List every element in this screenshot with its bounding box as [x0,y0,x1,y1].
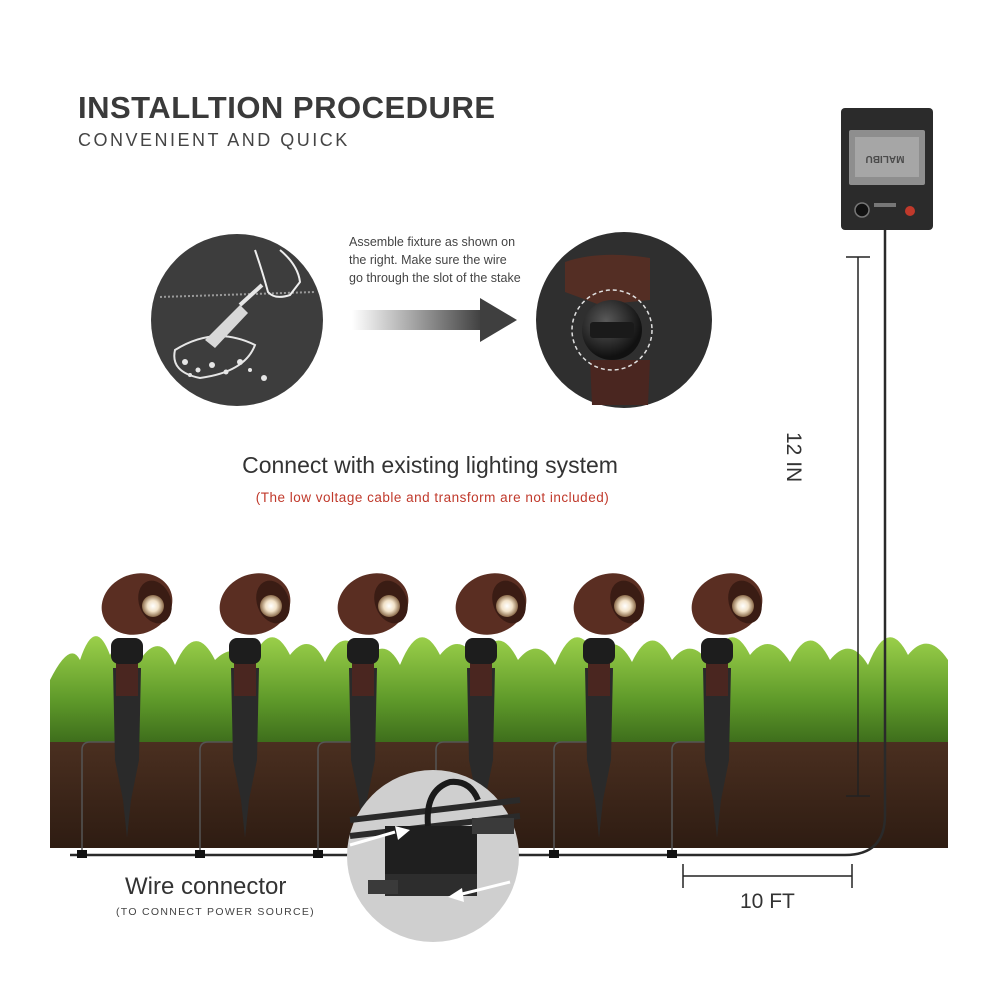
disclaimer-note: (The low voltage cable and transform are… [255,490,610,505]
wire-connector-label: Wire connector [125,873,287,900]
cable-length-label: 10 FT [740,890,795,913]
transformer-box: MALIBU [841,108,933,230]
page-subtitle: CONVENIENT AND QUICK [78,130,350,150]
digging-illustration [151,234,323,406]
transformer-brand: MALIBU [866,153,905,164]
light-fixture [667,573,763,858]
assembly-instruction: Assemble fixture as shown on the right. … [349,235,521,285]
wire-connector-illustration [347,770,521,942]
page-title: INSTALLTION PROCEDURE [78,90,496,125]
light-fixture [431,573,527,858]
length-dimension [682,864,853,888]
light-fixture [549,573,645,858]
wire-connector-sublabel: (TO CONNECT POWER SOURCE) [116,906,315,918]
process-arrow-icon [352,298,517,342]
light-fixture [313,573,409,858]
light-fixture [195,573,291,858]
grass-band [50,636,948,742]
main-cable [70,230,887,857]
section-heading: Connect with existing lighting system [242,452,618,478]
assembly-illustration [536,232,712,408]
height-label: 12 IN [782,432,805,483]
height-dimension [846,256,870,797]
light-fixture [77,573,173,858]
lights-layer [77,573,763,858]
